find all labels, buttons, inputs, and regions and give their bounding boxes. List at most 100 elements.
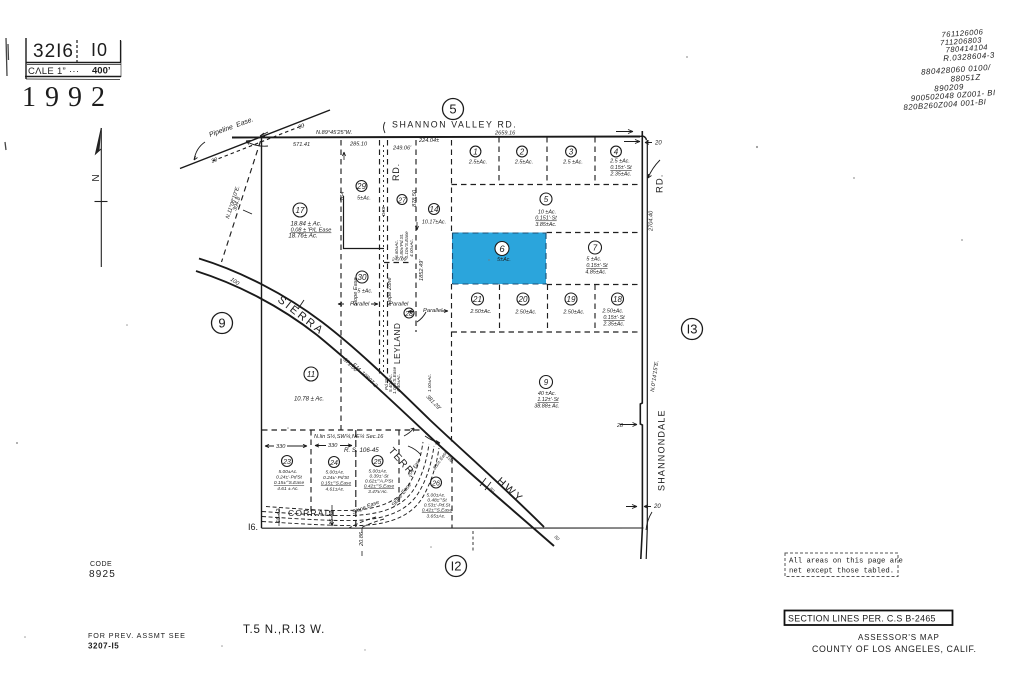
svg-text:30: 30 bbox=[358, 273, 367, 282]
svg-text:32I6: 32I6 bbox=[33, 41, 74, 62]
svg-text:0.08 ± ′P/L Ease: 0.08 ± ′P/L Ease bbox=[291, 228, 332, 234]
svg-text:I3: I3 bbox=[687, 322, 698, 337]
svg-text:21: 21 bbox=[472, 295, 482, 304]
svg-text:N.lin S½,SW¼,NE¼ Sec.16: N.lin S½,SW¼,NE¼ Sec.16 bbox=[314, 433, 384, 440]
svg-text:7: 7 bbox=[593, 244, 598, 253]
svg-text:249.06′: 249.06′ bbox=[392, 146, 412, 152]
svg-text:0.48±′°St: 0.48±′°St bbox=[427, 498, 447, 504]
svg-text:30: 30 bbox=[211, 157, 220, 165]
svg-text:2.5 ±Ac.: 2.5 ±Ac. bbox=[562, 160, 583, 166]
svg-text:11: 11 bbox=[307, 370, 315, 379]
svg-text:R.0328604-3: R.0328604-3 bbox=[943, 51, 995, 64]
svg-text:4: 4 bbox=[614, 148, 619, 157]
svg-text:N: N bbox=[91, 174, 102, 181]
svg-text:1852.49′: 1852.49′ bbox=[419, 259, 425, 281]
svg-text:150: 150 bbox=[445, 454, 454, 463]
svg-text:761126006: 761126006 bbox=[941, 27, 984, 39]
svg-text:878.50: 878.50 bbox=[412, 189, 418, 207]
svg-text:HWY: HWY bbox=[494, 475, 526, 505]
svg-text:304.8: 304.8 bbox=[232, 196, 242, 212]
svg-text:4.61 ± Ac.: 4.61 ± Ac. bbox=[277, 486, 298, 492]
svg-text:1: 1 bbox=[473, 148, 477, 157]
svg-text:3.47±′Ac.: 3.47±′Ac. bbox=[368, 489, 388, 495]
svg-text:N.89°45'25"W.: N.89°45'25"W. bbox=[316, 130, 352, 136]
svg-text:Slope Ease: Slope Ease bbox=[353, 277, 359, 306]
svg-text:4.00±Ac.: 4.00±Ac. bbox=[409, 239, 414, 257]
svg-text:5: 5 bbox=[449, 102, 456, 117]
svg-text:1992: 1992 bbox=[22, 82, 114, 113]
svg-text:5.00±Ac.: 5.00±Ac. bbox=[369, 469, 388, 475]
svg-text:4.61±Ac.: 4.61±Ac. bbox=[326, 487, 345, 493]
svg-text:20: 20 bbox=[653, 504, 661, 510]
svg-text:I0: I0 bbox=[91, 40, 108, 60]
svg-text:25: 25 bbox=[373, 459, 382, 466]
svg-text:5.00±Ac.: 5.00±Ac. bbox=[326, 470, 345, 476]
svg-text:9: 9 bbox=[218, 316, 225, 331]
svg-text:0.15±′°S.Ease: 0.15±′°S.Ease bbox=[274, 480, 305, 486]
svg-text:I2: I2 bbox=[451, 559, 462, 574]
svg-text:50: 50 bbox=[488, 486, 495, 493]
svg-text:0.15±′·St: 0.15±′·St bbox=[603, 315, 625, 321]
svg-text:SHANNON VALLEY RD.: SHANNON VALLEY RD. bbox=[392, 120, 517, 130]
svg-text:764: 764 bbox=[340, 192, 346, 201]
svg-text:5±Ac.: 5±Ac. bbox=[497, 257, 511, 263]
svg-text:27: 27 bbox=[397, 198, 407, 205]
svg-text:2.5 ±Ac.: 2.5 ±Ac. bbox=[609, 159, 630, 165]
svg-text:0.42±′°S.Ease: 0.42±′°S.Ease bbox=[422, 508, 453, 514]
svg-text:2.5±Ac.: 2.5±Ac. bbox=[468, 160, 487, 166]
svg-text:1.00±′S.Ease: 1.00±′S.Ease bbox=[392, 366, 397, 394]
svg-text:5: 5 bbox=[544, 195, 549, 204]
svg-text:0.62±′°A.P′St: 0.62±′°A.P′St bbox=[365, 479, 394, 485]
svg-text:20.86: 20.86 bbox=[359, 531, 365, 547]
svg-text:890209: 890209 bbox=[934, 82, 964, 93]
svg-text:571.41: 571.41 bbox=[293, 142, 310, 148]
svg-text:CORRADI: CORRADI bbox=[288, 508, 336, 518]
svg-text:10.17±Ac.: 10.17±Ac. bbox=[422, 220, 446, 226]
svg-text:9: 9 bbox=[544, 378, 549, 387]
svg-text:2.50±Ac.: 2.50±Ac. bbox=[514, 310, 536, 316]
svg-text:330: 330 bbox=[328, 443, 338, 449]
svg-text:50: 50 bbox=[553, 534, 560, 541]
svg-text:0.39±′·St: 0.39±′·St bbox=[370, 474, 390, 480]
svg-text:R. S. 106-45: R. S. 106-45 bbox=[344, 447, 379, 454]
svg-text:COUNTY OF LOS ANGELES, CALIF.: COUNTY OF LOS ANGELES, CALIF. bbox=[812, 644, 977, 654]
svg-text:23: 23 bbox=[282, 459, 291, 466]
svg-text:0.42±′°S.Ease: 0.42±′°S.Ease bbox=[364, 484, 395, 490]
svg-text:3207-I5: 3207-I5 bbox=[88, 642, 119, 651]
svg-text:LEYLAND: LEYLAND bbox=[393, 322, 402, 364]
svg-text:2659.16: 2659.16 bbox=[494, 131, 516, 137]
svg-text:RD.: RD. bbox=[655, 174, 666, 193]
svg-text:3: 3 bbox=[569, 148, 574, 157]
svg-text:0.15±′·St: 0.15±′·St bbox=[610, 165, 632, 171]
svg-text:0.53±′·Pd.St: 0.53±′·Pd.St bbox=[424, 503, 451, 509]
svg-text:26: 26 bbox=[431, 481, 440, 488]
svg-text:DC8: DC8 bbox=[381, 206, 386, 216]
svg-text:18: 18 bbox=[613, 295, 622, 304]
svg-text:RD.: RD. bbox=[391, 163, 401, 181]
svg-text:28: 28 bbox=[616, 423, 623, 429]
svg-text:0.15±′·St: 0.15±′·St bbox=[586, 263, 608, 269]
svg-text:0.15±′°S.Ease: 0.15±′°S.Ease bbox=[321, 481, 352, 487]
svg-text:2.50±Ac.: 2.50±Ac. bbox=[469, 309, 491, 315]
svg-text:Pipeline Ease.: Pipeline Ease. bbox=[208, 116, 254, 139]
svg-text:0.151′·St: 0.151′·St bbox=[535, 216, 557, 222]
svg-text:19: 19 bbox=[567, 295, 576, 304]
svg-text:18.84 ± Ac.: 18.84 ± Ac. bbox=[290, 221, 321, 228]
svg-text:N.0°14'15"E.: N.0°14'15"E. bbox=[650, 360, 660, 392]
svg-text:100: 100 bbox=[229, 277, 241, 288]
svg-text:2.35±Ac.: 2.35±Ac. bbox=[609, 172, 631, 178]
svg-text:6: 6 bbox=[499, 244, 505, 255]
svg-text:5 ±Ac.: 5 ±Ac. bbox=[586, 257, 601, 263]
svg-text:711206803: 711206803 bbox=[940, 35, 983, 47]
svg-text:Parallel: Parallel bbox=[350, 302, 370, 308]
svg-text:2.50±Ac.: 2.50±Ac. bbox=[562, 310, 584, 316]
svg-text:0.24±′·Pd′St: 0.24±′·Pd′St bbox=[276, 475, 302, 481]
svg-text:2: 2 bbox=[519, 148, 525, 157]
svg-text:381.29′: 381.29′ bbox=[425, 394, 443, 412]
svg-text:-0.10±′S.Ease: -0.10±′S.Ease bbox=[404, 231, 409, 260]
svg-text:14: 14 bbox=[430, 205, 439, 214]
svg-text:0.24±′·Pd′St: 0.24±′·Pd′St bbox=[323, 475, 349, 481]
svg-text:CΛLE 1” ···: CΛLE 1” ··· bbox=[28, 66, 79, 77]
svg-text:10 ±Ac.: 10 ±Ac. bbox=[538, 210, 556, 216]
svg-text:8925: 8925 bbox=[89, 569, 116, 580]
